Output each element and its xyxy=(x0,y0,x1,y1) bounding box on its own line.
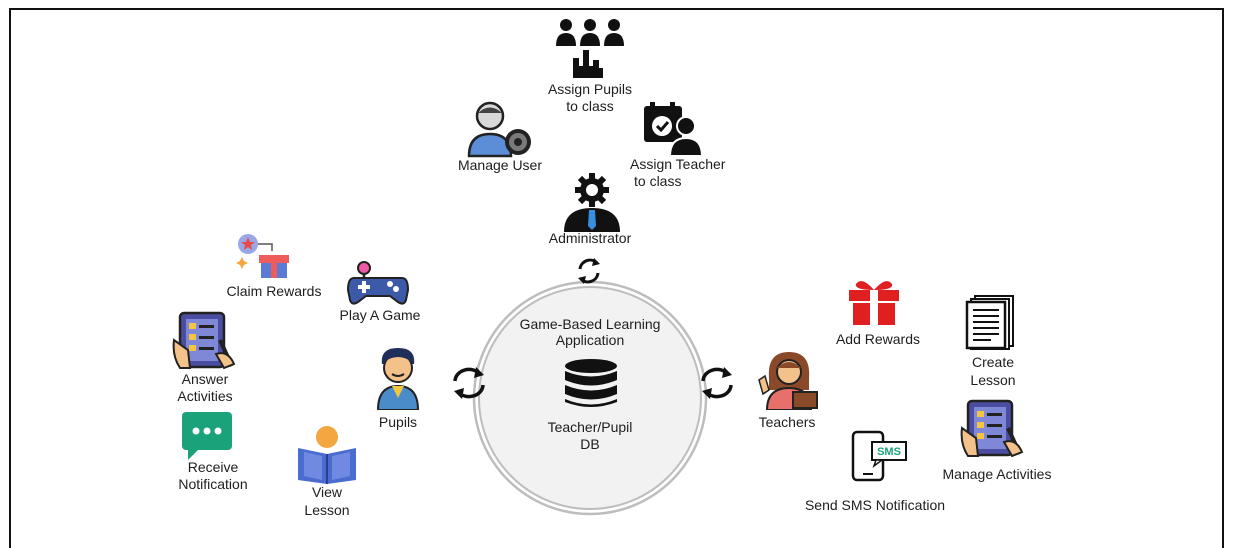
manage-user-icon xyxy=(467,101,531,158)
diagram-frame xyxy=(9,8,1224,548)
answer-activities-icon xyxy=(172,311,236,370)
assign-teacher-label-2: to class xyxy=(634,173,682,189)
assign-pupils-icon xyxy=(556,19,624,78)
view-lesson-icon xyxy=(298,426,356,484)
sync-icon-left xyxy=(453,367,485,399)
teachers-label: Teachers xyxy=(758,414,816,430)
claim-rewards-icon xyxy=(236,234,289,278)
claim-rewards-label: Claim Rewards xyxy=(226,283,322,299)
receive-notification-label-1: Receive xyxy=(187,459,239,475)
sync-icon-right xyxy=(701,367,733,399)
receive-notification-label-2: Notification xyxy=(178,476,248,492)
create-lesson-label-2: Lesson xyxy=(970,372,1016,388)
send-sms-label: Send SMS Notification xyxy=(804,497,946,513)
view-lesson-label-1: View xyxy=(311,484,343,500)
answer-activities-label-2: Activities xyxy=(177,388,233,404)
play-game-icon xyxy=(346,261,410,305)
manage-activities-label: Manage Activities xyxy=(942,466,1052,482)
assign-teacher-icon xyxy=(644,102,704,156)
create-lesson-label-1: Create xyxy=(971,354,1015,370)
sync-icon-top xyxy=(578,258,600,284)
add-rewards-label: Add Rewards xyxy=(835,331,921,347)
manage-activities-icon xyxy=(960,399,1024,458)
assign-pupils-label-1: Assign Pupils xyxy=(547,81,633,97)
administrator-label: Administrator xyxy=(548,230,632,246)
app-label-line1: Game-Based Learning xyxy=(519,316,661,332)
sms-icon: SMS xyxy=(851,430,907,482)
play-game-label: Play A Game xyxy=(339,307,421,323)
pupils-label: Pupils xyxy=(378,414,418,430)
assign-pupils-label-2: to class xyxy=(566,98,614,114)
notification-icon xyxy=(182,412,232,460)
create-lesson-icon xyxy=(965,295,1014,350)
view-lesson-label-2: Lesson xyxy=(304,502,350,518)
db-label-line2: DB xyxy=(580,436,600,452)
administrator-icon xyxy=(564,173,620,232)
app-label-line2: Application xyxy=(555,332,625,348)
database-icon xyxy=(565,359,617,407)
pupils-icon xyxy=(376,348,420,410)
assign-teacher-label-1: Assign Teacher xyxy=(630,156,726,172)
answer-activities-label-1: Answer xyxy=(181,371,229,387)
manage-user-label: Manage User xyxy=(457,157,543,173)
db-label-line1: Teacher/Pupil xyxy=(547,419,633,435)
sms-badge-text: SMS xyxy=(877,446,901,458)
teachers-icon xyxy=(758,352,818,410)
add-rewards-icon xyxy=(849,281,899,325)
